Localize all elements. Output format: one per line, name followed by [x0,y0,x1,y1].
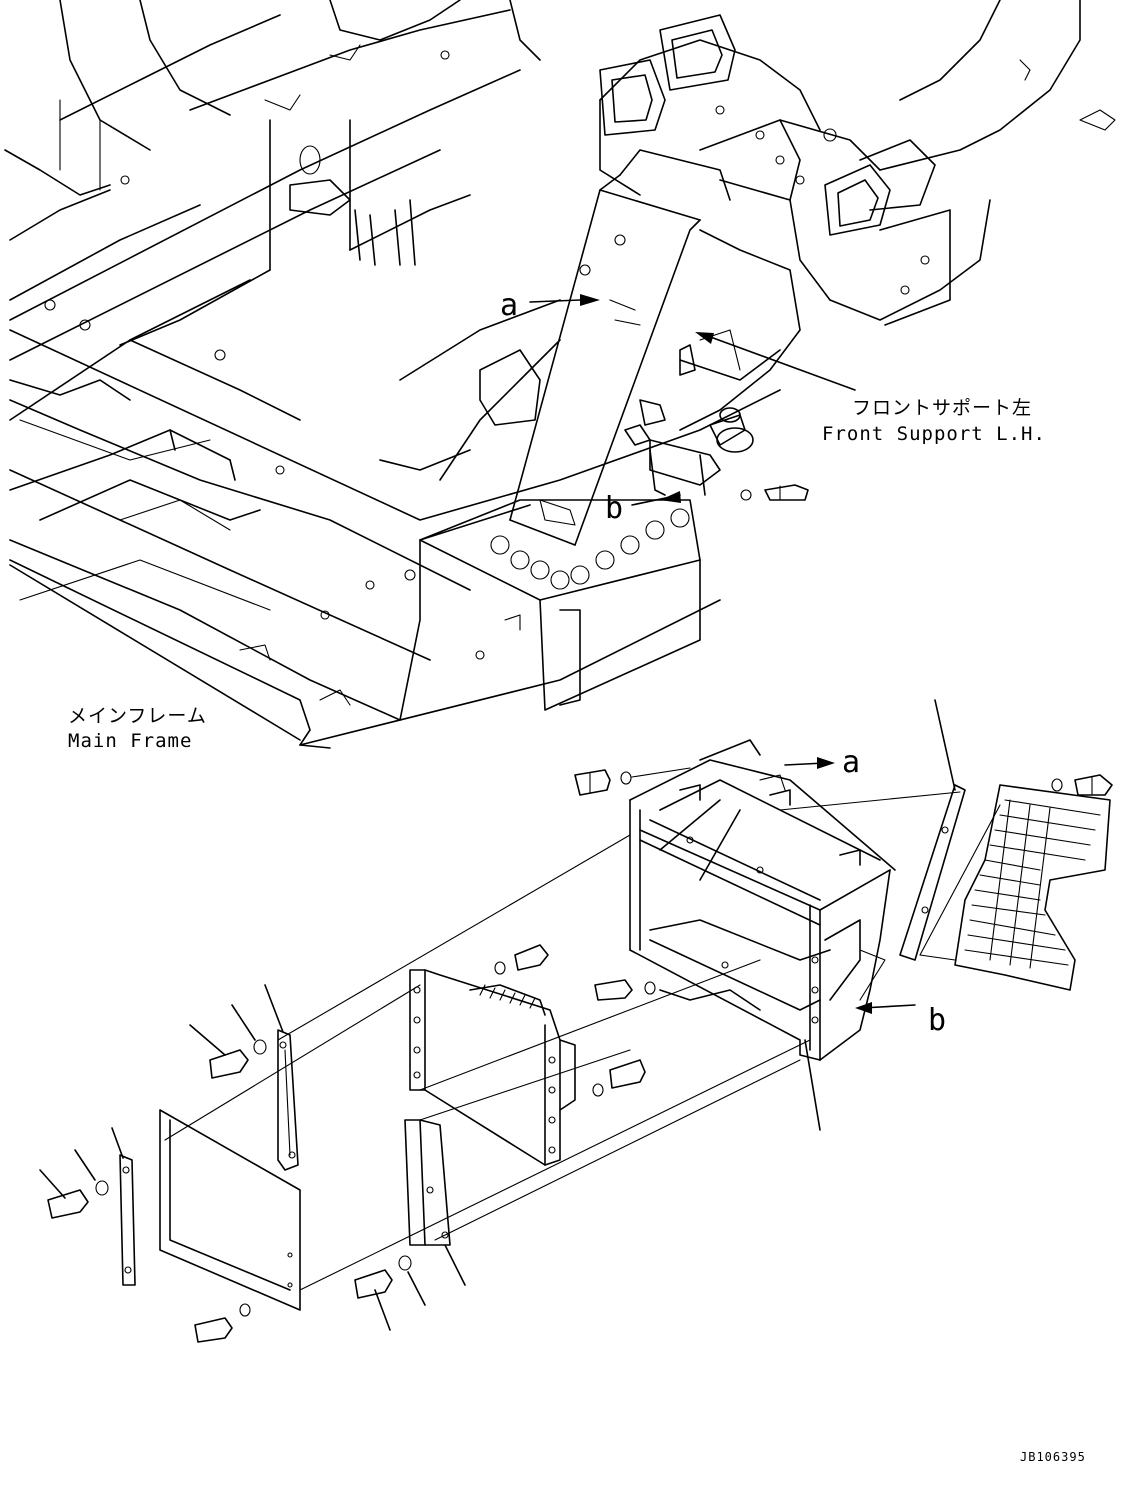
grille-panel [954,784,1111,991]
front-support-lh-drawing [379,0,1116,546]
fasteners [47,767,1113,1343]
front-support-label-jp: フロントサポート左 [852,397,1032,419]
callout-b-bottom: b [928,1003,946,1038]
radiator-core [409,969,576,1166]
assembly-guide-lines [164,791,1001,1291]
upper-leaders [529,294,856,506]
support-frame-drawing [629,739,896,1061]
callout-b-top: b [605,491,623,526]
main-frame-drawing [4,0,781,749]
bolt-row [490,508,690,590]
drawing-code: JB106395 [1020,1450,1086,1464]
callout-a-top: a [500,288,518,323]
main-frame-label-en: Main Frame [68,730,192,752]
main-frame-label-jp: メインフレーム [68,705,207,727]
cover-panel [159,1109,301,1311]
callout-a-bottom: a [842,745,860,780]
part-leaders [39,757,916,1331]
side-bracket-right [899,699,966,961]
front-support-label-en: Front Support L.H. [822,423,1046,445]
